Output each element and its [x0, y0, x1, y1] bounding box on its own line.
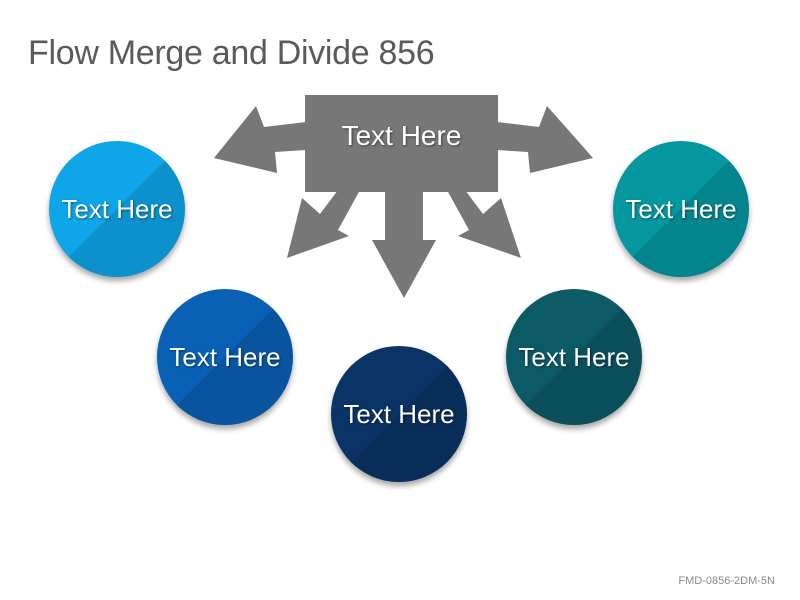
arrow-right [497, 106, 593, 173]
hub-box [305, 95, 498, 192]
circle-node-4-label: Text Here [518, 341, 630, 372]
circle-node-5-label: Text Here [625, 193, 737, 224]
arrow-lower-right [447, 190, 521, 258]
circle-node-2: Text Here [157, 289, 293, 425]
circle-node-5: Text Here [613, 141, 749, 277]
page-title: Flow Merge and Divide 856 [28, 34, 435, 72]
circle-node-1: Text Here [49, 141, 185, 277]
circle-node-2-label: Text Here [169, 341, 281, 372]
hub-arrow-group [214, 95, 593, 298]
circle-node-3: Text Here [331, 346, 467, 482]
circle-node-3-label: Text Here [343, 398, 455, 429]
arrow-down [372, 190, 436, 298]
circle-node-1-label: Text Here [61, 193, 173, 224]
arrow-lower-left [287, 190, 360, 258]
hub-label: Text Here [341, 120, 462, 151]
circle-node-4: Text Here [506, 289, 642, 425]
slide-code: FMD-0856-2DM-5N [678, 575, 775, 587]
arrow-left [214, 106, 306, 173]
